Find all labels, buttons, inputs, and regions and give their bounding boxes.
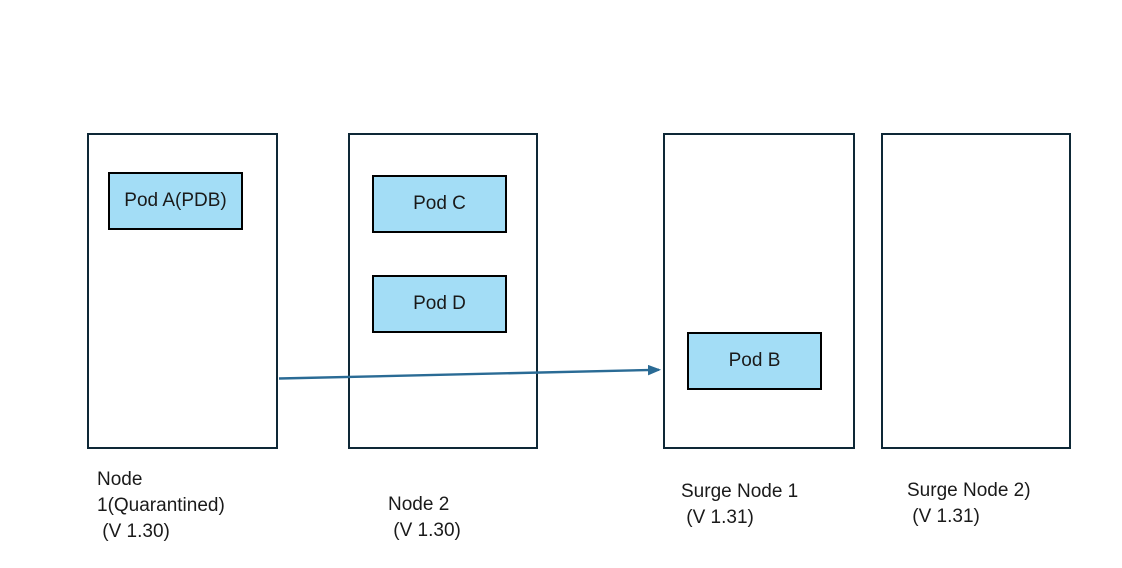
label-line: (V 1.30)	[97, 521, 170, 542]
pod-b-label: Pod B	[728, 350, 781, 371]
node-2-label: Node 2 (V 1.30)	[388, 492, 461, 544]
label-line: (V 1.31)	[907, 506, 980, 527]
label-line: (V 1.31)	[681, 507, 754, 528]
node-2-box: Pod C Pod D	[348, 133, 538, 449]
label-line: Surge Node 1	[681, 481, 799, 502]
pod-c-label: Pod C	[413, 193, 466, 214]
label-line: Surge Node 2)	[907, 480, 1031, 501]
surge-node-1-label: Surge Node 1 (V 1.31)	[681, 479, 798, 531]
pod-d-label: Pod D	[413, 293, 466, 314]
pod-a: Pod A(PDB)	[108, 172, 243, 230]
surge-node-1-box: Pod B	[663, 133, 855, 449]
pod-d: Pod D	[372, 275, 507, 333]
label-line: (V 1.30)	[388, 520, 461, 541]
surge-node-2-label: Surge Node 2) (V 1.31)	[907, 478, 1031, 530]
pod-a-label: Pod A(PDB)	[124, 190, 227, 211]
surge-node-2-box	[881, 133, 1071, 449]
node-1-box: Pod A(PDB)	[87, 133, 278, 449]
pod-b: Pod B	[687, 332, 822, 390]
label-line: Node	[97, 469, 143, 490]
label-line: Node 2	[388, 494, 450, 515]
pod-c: Pod C	[372, 175, 507, 233]
node-1-label: Node 1(Quarantined) (V 1.30)	[97, 467, 225, 545]
label-line: 1(Quarantined)	[97, 495, 225, 516]
